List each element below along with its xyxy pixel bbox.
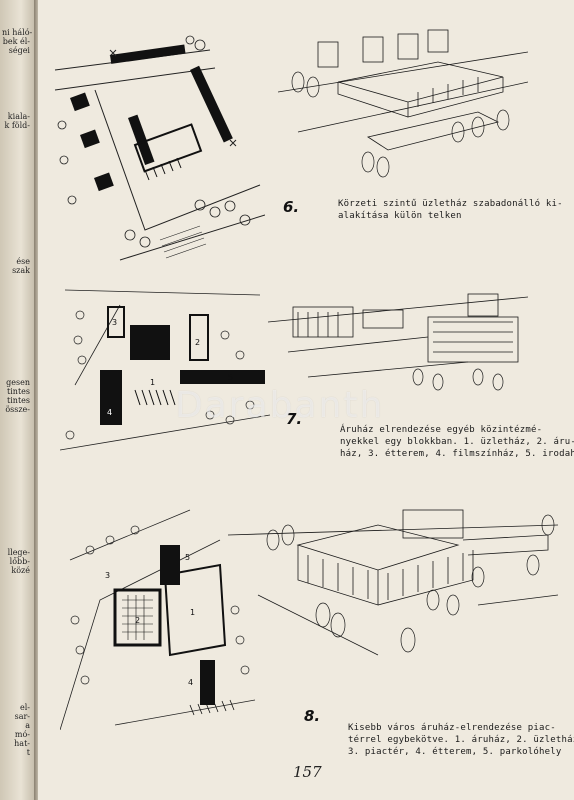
caption-line: nyekkel egy blokkban. 1. üzletház, 2. ár… (340, 437, 574, 447)
caption-line: Áruház elrendezése egyéb közintézmé- (340, 425, 543, 435)
plan7-label-5: 5 (228, 373, 233, 382)
left-fragment: gesen tintes tintes össze- (5, 378, 30, 414)
figure-6-perspective-drawing (278, 22, 528, 192)
figure-7-caption: Áruház elrendezése egyéb közintézmé- nye… (340, 424, 574, 460)
plan8-label-2: 2 (135, 616, 140, 625)
figure-6-number: 6. (283, 198, 300, 216)
figure-7-number: 7. (286, 410, 303, 428)
caption-line: 3. piactér, 4. étterem, 5. parkolóhely (348, 747, 562, 757)
caption-line: térrel egybekötve. 1. áruház, 2. üzlethá… (348, 735, 574, 745)
figure-7-site-plan: 3 2 4 1 5 (60, 285, 275, 470)
figure-8-site-plan: 3 2 1 5 4 (60, 490, 260, 730)
left-fragment: el- sar- a mó- hat- t (14, 703, 30, 757)
figure-6-site-plan (50, 30, 265, 265)
plan8-label-3: 3 (105, 571, 110, 580)
plan8-label-1: 1 (190, 608, 195, 617)
figure-8-number: 8. (304, 707, 321, 725)
caption-line: alakítása külön telken (338, 211, 462, 221)
caption-line: Körzeti szintű üzletház szabadonálló ki- (338, 199, 563, 209)
left-fragment: ni háló- bek él- ségei (2, 28, 33, 55)
figure-8-perspective-drawing (228, 495, 558, 665)
left-fragment: ése szak (12, 257, 30, 275)
figure-7-perspective-drawing (268, 282, 528, 402)
plan7-label-4: 4 (107, 408, 112, 417)
left-fragment: llege- lőbb- közé (7, 548, 30, 575)
book-page: 6. Körzeti szintű üzletház szabadonálló … (38, 0, 574, 800)
caption-line: Kisebb város áruház-elrendezése piac- (348, 723, 556, 733)
book-gutter (34, 0, 40, 800)
left-page-edge (0, 0, 38, 800)
plan8-label-5: 5 (185, 553, 190, 562)
page-number: 157 (293, 763, 322, 781)
plan7-label-2: 2 (195, 338, 200, 347)
watermark: Darabanth (175, 385, 385, 426)
plan7-label-3: 3 (112, 318, 117, 327)
plan8-label-4: 4 (188, 678, 193, 687)
figure-6-caption: Körzeti szintű üzletház szabadonálló ki-… (338, 198, 563, 222)
caption-line: ház, 3. étterem, 4. filmszínház, 5. irod… (340, 449, 574, 459)
figure-8-caption: Kisebb város áruház-elrendezése piac- té… (348, 722, 574, 758)
left-fragment: kiala- k föld- (4, 112, 30, 130)
plan7-label-1: 1 (150, 378, 155, 387)
